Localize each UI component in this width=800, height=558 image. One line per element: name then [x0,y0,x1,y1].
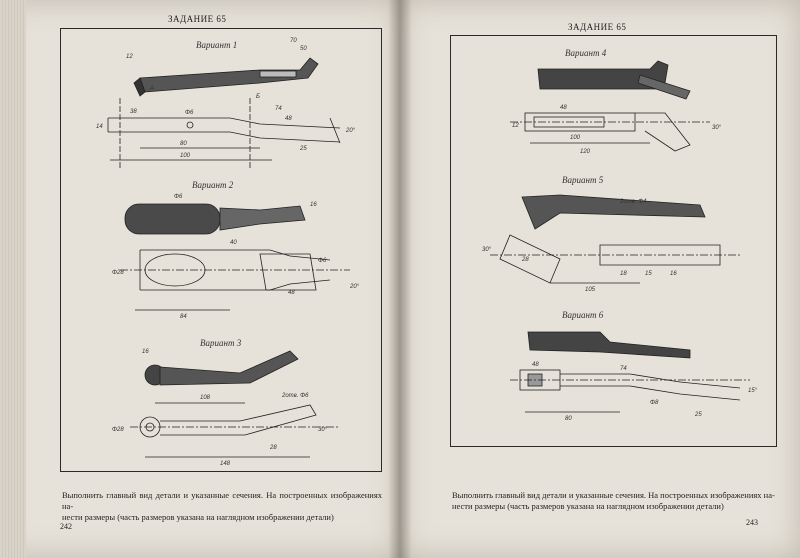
variant-6-label: Вариант 6 [562,310,604,320]
left-caption: Выполнить главный вид детали и указанные… [62,490,382,523]
dim-25: 25 [299,146,307,152]
dim-40: 40 [230,240,237,246]
dim-20deg-v2: 20° [349,284,360,290]
dim-phi6: Φ6 [185,110,194,116]
left-caption-line-1: Выполнить главный вид детали и указанные… [62,490,382,511]
dim-18: 18 [620,271,627,277]
dim-50: 50 [300,46,307,52]
dim-2holes-phi6: 2отв. Φ6 [281,393,309,399]
right-caption-line-2: нести размеры (часть размеров указана на… [452,501,724,511]
dim-74-v6: 74 [620,366,627,372]
dim-12-v4: 12 [512,123,519,129]
dim-48-v4: 48 [560,105,567,111]
left-header: ЗАДАНИЕ 65 [168,14,227,24]
right-header: ЗАДАНИЕ 65 [568,22,627,32]
dim-80-v6: 80 [565,416,572,422]
dim-20deg: 20° [345,128,356,134]
dim-15: 15 [645,271,652,277]
dim-48-v6: 48 [532,362,539,368]
left-page: ЗАДАНИЕ 65 Вариант 1 Вариант 2 Вариант 3… [0,0,400,558]
page-edges [0,0,26,558]
left-page-number: 242 [60,522,72,531]
left-caption-line-2: нести размеры (часть размеров указана на… [62,512,334,522]
variant-3-drawing: 108 Φ28 148 28 2отв. Φ6 30° 16 [112,349,340,467]
variant-3-label: Вариант 3 [200,338,242,348]
dim-70: 70 [290,38,297,44]
dim-105: 105 [585,287,596,293]
section-b: Б [256,94,260,100]
dim-28: 28 [269,445,277,451]
right-caption-line-1: Выполнить главный вид детали и указанные… [452,490,775,500]
dim-2holes-phi4: 2отв. Φ4 [619,199,647,205]
dim-30deg-v4: 30° [712,125,722,131]
variant-2-drawing: Φ6 40 Φ28 84 48 Φ6 20° 16 [112,194,360,320]
dim-120: 120 [580,149,591,155]
dim-16-v5: 16 [670,271,677,277]
dim-25-v6: 25 [694,412,702,418]
dim-148: 148 [220,461,231,467]
variant-1-drawing: 38 Φ6 80 100 74 48 25 20° 70 50 12 14 А … [96,38,356,170]
dim-16-v2: 16 [310,202,317,208]
dim-80: 80 [180,141,187,147]
right-page-number: 243 [746,518,758,527]
dim-phi6-v2b: Φ6 [318,258,327,264]
right-page: ЗАДАНИЕ 65 Вариант 4 Вариант 5 Вариант 6… [400,0,800,558]
dim-14: 14 [96,124,103,130]
dim-38: 38 [130,109,137,115]
dim-108: 108 [200,395,211,401]
left-drawing-frame [60,28,382,472]
dim-74: 74 [275,106,282,112]
dim-16-v3: 16 [142,349,149,355]
dim-phi28-v3: Φ28 [112,427,124,433]
dim-30deg: 30° [318,427,328,433]
dim-48: 48 [285,116,292,122]
dim-100: 100 [180,153,191,159]
dim-phi6-v2: Φ6 [174,194,183,200]
dim-12: 12 [126,54,133,60]
variant-4-drawing: 48 100 120 30° 12 [510,60,722,155]
dim-30deg-v5: 30° [482,247,492,253]
dim-28-v5: 28 [521,257,529,263]
variant-5-label: Вариант 5 [562,175,604,185]
dim-phi28: Φ28 [112,270,124,276]
dim-100-v4: 100 [570,135,581,141]
variant-1-label: Вариант 1 [196,40,238,50]
section-a: А [149,86,154,92]
book-gutter [388,0,412,558]
dim-15deg: 15° [748,388,758,394]
variant-4-label: Вариант 4 [565,48,607,58]
variant-5-drawing: 2отв. Φ4 105 30° 18 15 16 28 [482,194,740,293]
right-drawing-frame [450,35,777,447]
dim-48-v2: 48 [288,290,295,296]
dim-phi8: Φ8 [650,400,659,406]
variant-6-drawing: 48 74 80 25 15° Φ8 [510,331,758,422]
right-caption: Выполнить главный вид детали и указанные… [452,490,782,512]
dim-84: 84 [180,314,187,320]
variant-2-label: Вариант 2 [192,180,234,190]
